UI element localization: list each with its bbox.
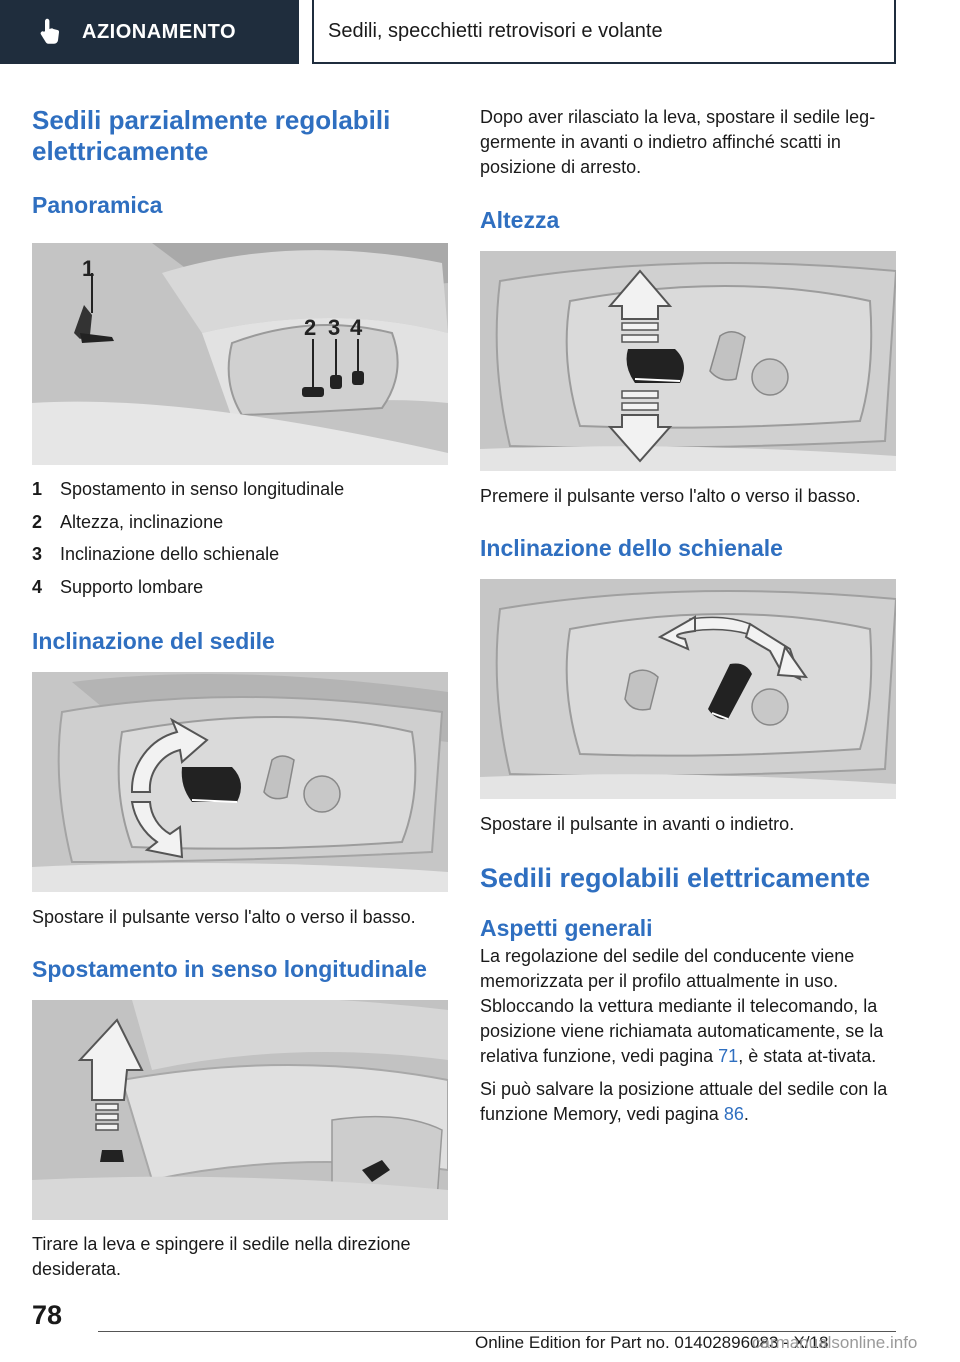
height-heading: Altezza <box>480 207 560 233</box>
seat-tilt-figure <box>32 672 448 892</box>
edition-note: Online Edition for Part no. 01402896083 … <box>475 1333 829 1352</box>
page-number: 78 <box>32 1300 63 1330</box>
callout-2: 2 <box>304 315 316 340</box>
tilt-text: Spostare il pulsante verso l'alto o vers… <box>32 907 416 927</box>
backrest-figure <box>480 579 896 799</box>
backrest-heading: Inclinazione dello schienale <box>480 535 783 561</box>
seat-height-figure <box>480 251 896 471</box>
section-tab[interactable]: AZIONAMENTO <box>0 0 299 64</box>
watermark: carmanualsonline.info <box>752 1333 918 1352</box>
footer-divider <box>98 1331 896 1332</box>
backrest-text: Spostare il pulsante in avanti o indietr… <box>480 814 795 834</box>
callout-3: 3 <box>328 315 340 340</box>
main-title: Sedili parzialmente regolabili elettrica… <box>32 105 391 166</box>
longitudinal-text: Tirare la leva e spingere il sedile nell… <box>32 1234 411 1279</box>
page-link-71[interactable]: 71 <box>718 1046 739 1066</box>
hand-touch-icon <box>30 12 70 52</box>
intro-text: Dopo aver rilasciato la leva, spostare i… <box>480 107 876 177</box>
section-label: AZIONAMENTO <box>82 20 237 43</box>
page-link-86[interactable]: 86 <box>723 1104 744 1124</box>
seat-overview-figure: 1 2 3 4 <box>32 243 448 465</box>
height-text: Premere il pulsante verso l'alto o verso… <box>480 486 861 506</box>
left-column: Sedili parzialmente regolabili elettrica… <box>32 96 448 1282</box>
tilt-heading: Inclinazione del sedile <box>32 628 275 654</box>
electric-heading: Sedili regolabili elettricamente <box>480 863 871 893</box>
callout-1: 1 <box>82 256 94 281</box>
longitudinal-heading: Spostamento in senso longitudinale <box>32 956 427 982</box>
general-paragraph-2: Si può salvare la posizione attuale del … <box>480 1079 888 1124</box>
overview-heading: Panoramica <box>32 192 163 218</box>
general-heading: Aspetti generali <box>480 915 653 941</box>
callout-4: 4 <box>350 315 363 340</box>
general-paragraph-1: La regolazione del sedile del conducente… <box>480 946 884 1066</box>
right-column: Dopo aver rilasciato la leva, spostare i… <box>480 96 896 1127</box>
chapter-title: Sedili, specchietti retrovisori e volant… <box>312 0 896 64</box>
seat-longitudinal-figure <box>32 1000 448 1220</box>
